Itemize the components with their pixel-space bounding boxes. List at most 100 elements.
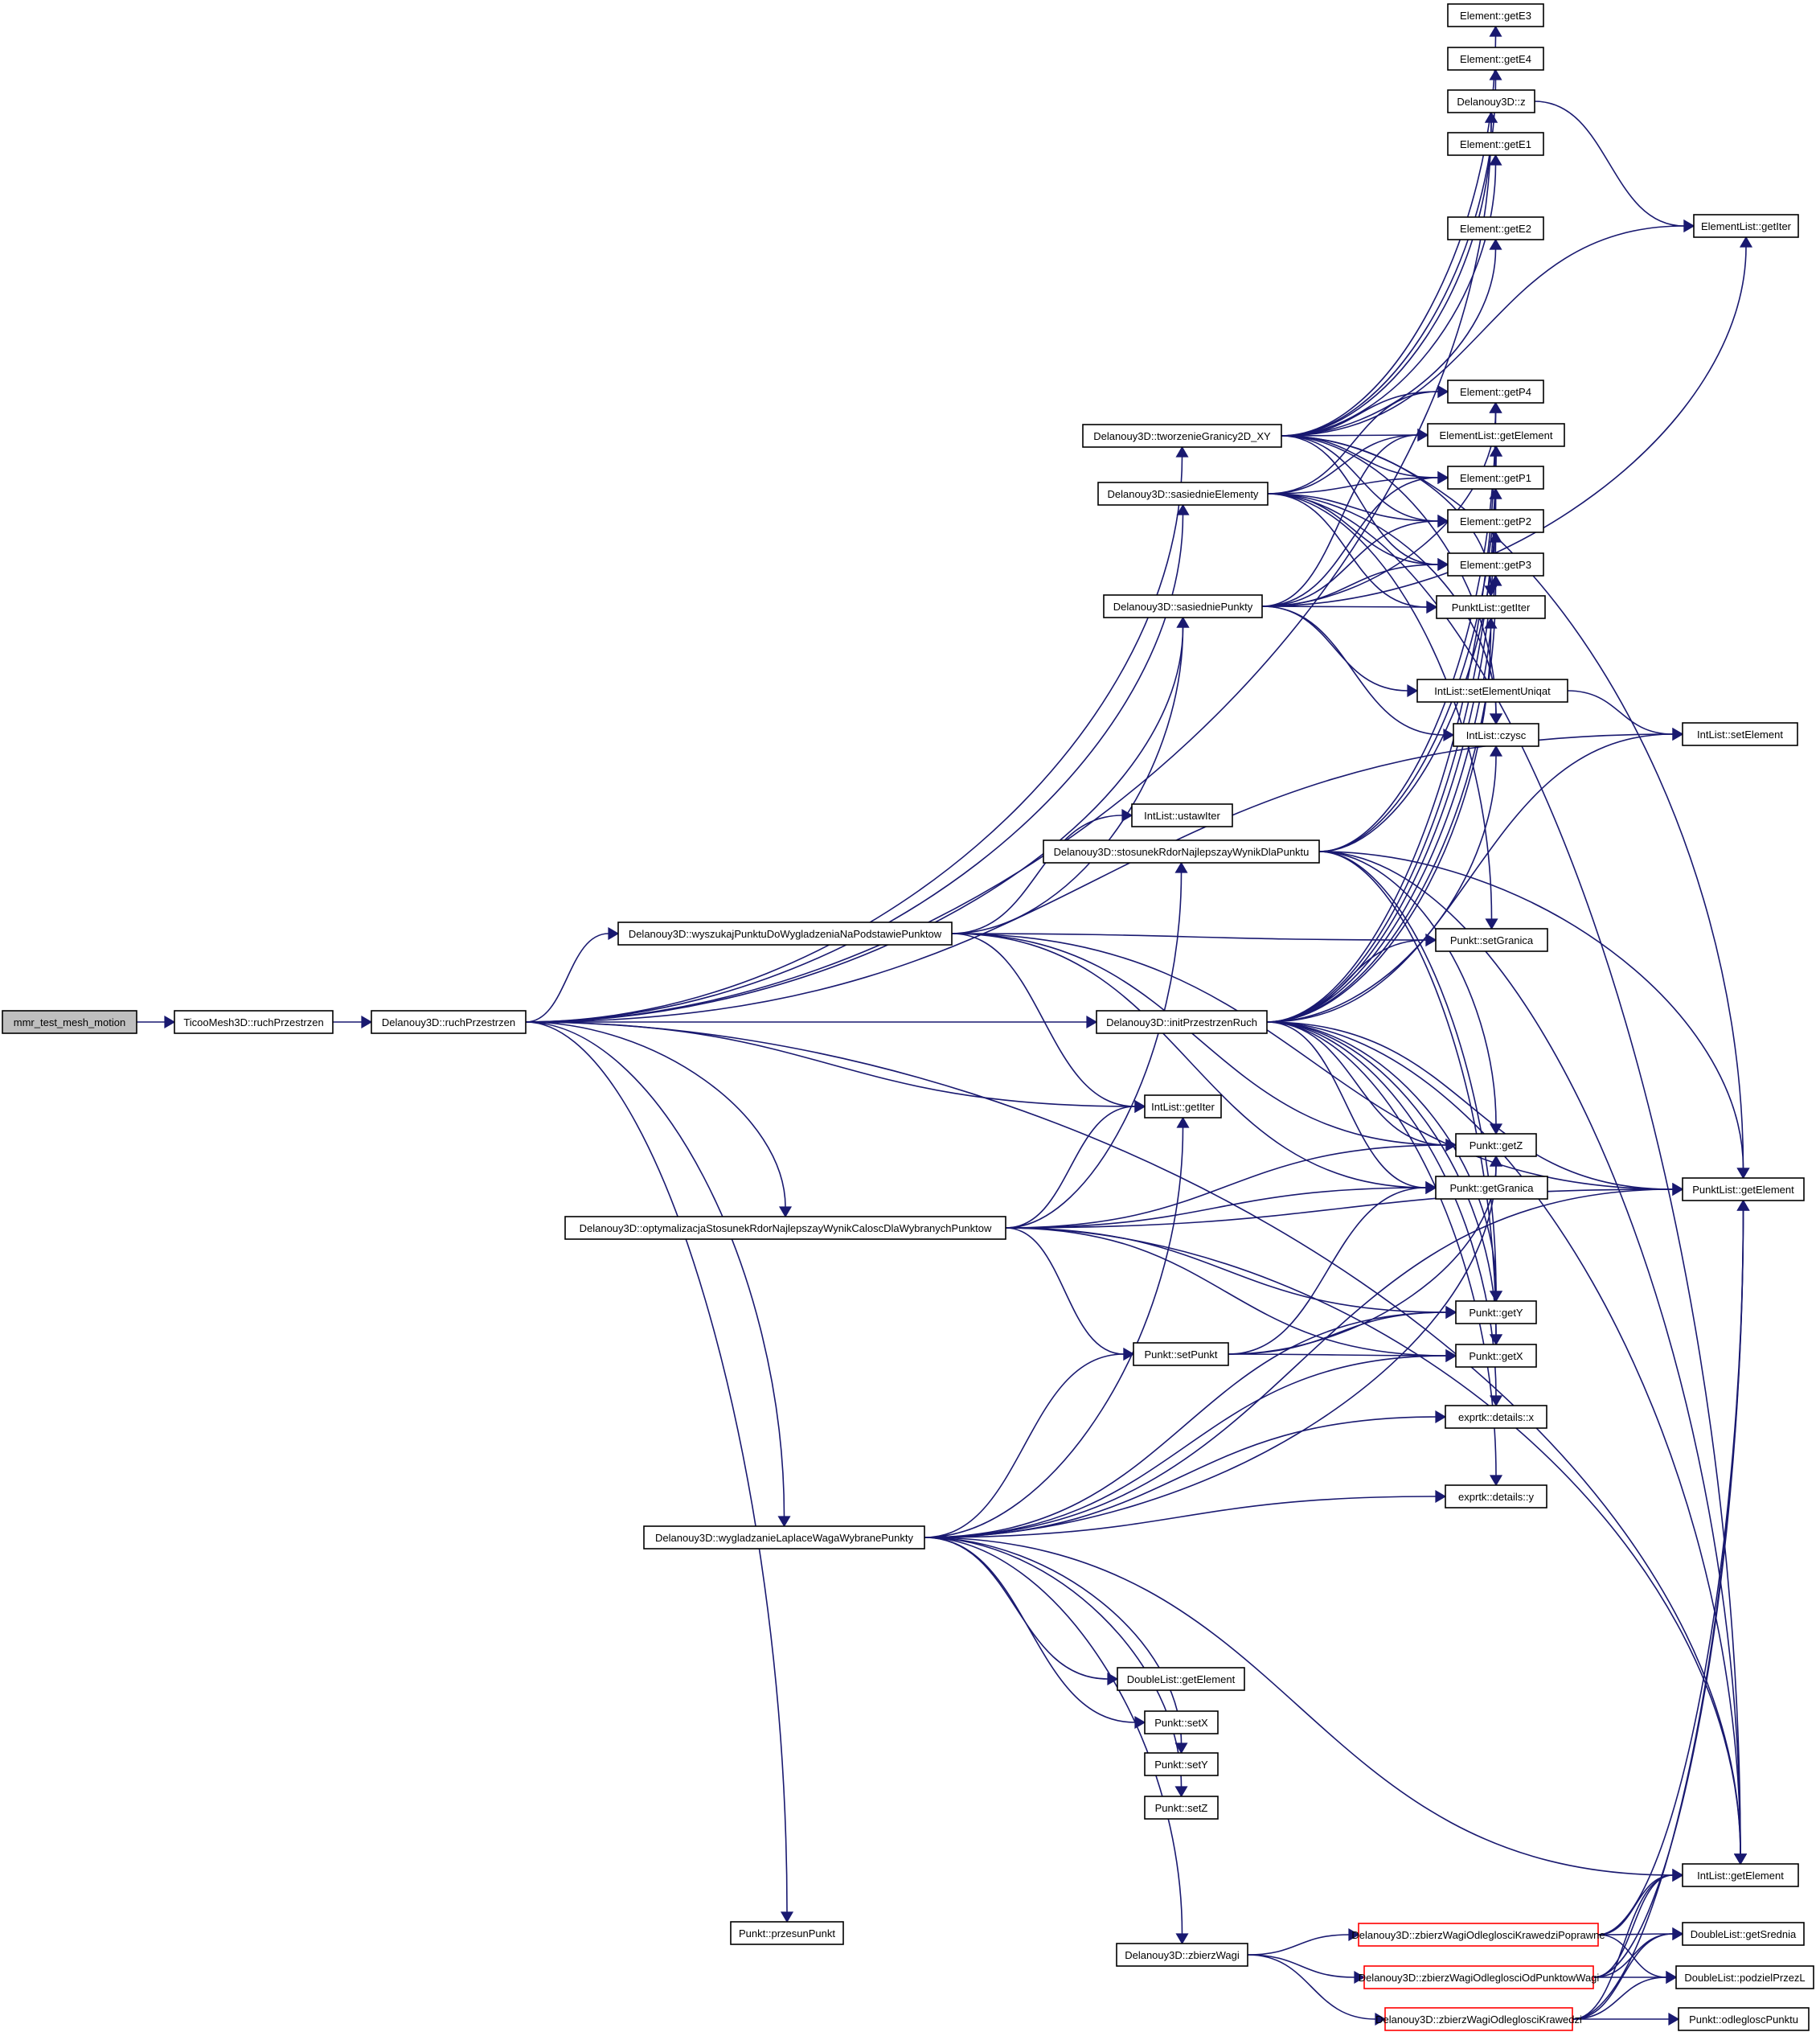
function-node[interactable]: Delanouy3D::zbierzWagiOdleglosciOdPunkto…: [1359, 1965, 1600, 1989]
call-edge: [1005, 1227, 1447, 1357]
node-box: [1682, 1177, 1805, 1201]
function-node[interactable]: Element::getP4: [1447, 380, 1544, 404]
function-node[interactable]: Delanouy3D::zbierzWagi: [1116, 1943, 1248, 1967]
function-node[interactable]: Delanouy3D::sasiedniePunkty: [1103, 594, 1263, 618]
call-edge: [1592, 1933, 1674, 1978]
call-edge: [1318, 851, 1497, 1336]
node-label: exprtk::details::y: [1458, 1491, 1534, 1503]
node-label: Punkt::getGranica: [1449, 1182, 1534, 1194]
function-node[interactable]: PunktList::getElement: [1682, 1177, 1805, 1201]
function-node[interactable]: Delanouy3D::zbierzWagiOdleglosciKrawedzi…: [1351, 1923, 1605, 1947]
node-box: [1447, 89, 1535, 113]
node-box: [1117, 1667, 1245, 1691]
function-node[interactable]: Delanouy3D::tworzenieGranicy2D_XY: [1082, 424, 1282, 448]
function-node[interactable]: TicooMesh3D::ruchPrzestrzen: [174, 1010, 334, 1034]
node-box: [1682, 1922, 1805, 1946]
function-node[interactable]: Element::getP1: [1447, 466, 1544, 490]
function-node[interactable]: ElementList::getElement: [1427, 423, 1565, 447]
function-node[interactable]: Punkt::getX: [1455, 1344, 1537, 1368]
function-node[interactable]: Element::getP3: [1447, 552, 1544, 577]
arrowhead-icon: [1489, 713, 1503, 725]
function-node[interactable]: IntList::getIter: [1144, 1094, 1222, 1119]
function-node[interactable]: Element::getE1: [1447, 132, 1544, 156]
call-edge: [1572, 1976, 1667, 2020]
function-node[interactable]: Punkt::odlegloscPunktu: [1678, 2007, 1810, 2031]
call-edge: [1005, 1187, 1427, 1229]
node-box: [564, 1216, 1006, 1240]
call-edge: [525, 1021, 1741, 1855]
function-node[interactable]: exprtk::details::x: [1445, 1405, 1547, 1429]
function-node[interactable]: Element::getE3: [1447, 3, 1544, 27]
function-node[interactable]: Punkt::setPunkt: [1133, 1342, 1229, 1366]
call-edge: [1261, 434, 1419, 607]
function-node[interactable]: Delanouy3D::stosunekRdorNajlepszayWynikD…: [1043, 839, 1320, 864]
function-node[interactable]: ElementList::getIter: [1693, 214, 1799, 238]
arrowhead-icon: [1348, 1927, 1360, 1942]
function-node[interactable]: Element::getE4: [1447, 47, 1544, 71]
call-edge: [924, 1416, 1437, 1538]
function-node[interactable]: DoubleList::getElement: [1117, 1667, 1245, 1691]
function-node[interactable]: IntList::ustawIter: [1131, 803, 1233, 827]
function-node[interactable]: IntList::czysc: [1453, 723, 1539, 747]
function-node[interactable]: Punkt::przesunPunkt: [730, 1921, 844, 1945]
call-edge: [1266, 1021, 1427, 1188]
function-node[interactable]: Punkt::setX: [1144, 1710, 1219, 1734]
function-node[interactable]: Delanouy3D::ruchPrzestrzen: [371, 1010, 527, 1034]
call-edge: [1261, 605, 1445, 736]
function-node[interactable]: Delanouy3D::initPrzestrzenRuch: [1096, 1010, 1268, 1034]
function-node[interactable]: IntList::getElement: [1682, 1863, 1799, 1887]
function-node[interactable]: Delanouy3D::z: [1447, 89, 1535, 113]
node-box: [1096, 1010, 1268, 1034]
function-node[interactable]: Delanouy3D::sasiednieElementy: [1097, 482, 1269, 506]
node-box: [371, 1010, 527, 1034]
function-node[interactable]: Punkt::setZ: [1144, 1796, 1219, 1820]
node-box: [730, 1921, 844, 1945]
arrowhead-icon: [1435, 1489, 1447, 1504]
arrowhead-icon: [1176, 616, 1190, 628]
function-node[interactable]: Delanouy3D::wygladzanieLaplaceWagaWybran…: [643, 1525, 925, 1550]
function-node[interactable]: Element::getP2: [1447, 509, 1544, 533]
node-label: Punkt::odlegloscPunktu: [1689, 2013, 1798, 2026]
call-edge: [1005, 1106, 1136, 1229]
function-node[interactable]: Punkt::getZ: [1455, 1133, 1537, 1157]
arrowhead-icon: [1666, 1970, 1678, 1985]
node-box: [1384, 2007, 1573, 2031]
node-label: Punkt::getY: [1469, 1307, 1523, 1319]
function-node[interactable]: IntList::setElement: [1682, 722, 1798, 746]
call-edge: [1597, 1933, 1674, 1935]
node-box: [1445, 1405, 1547, 1429]
function-node[interactable]: Punkt::setY: [1144, 1752, 1219, 1776]
call-edge: [525, 1021, 786, 1208]
call-edge: [951, 933, 1427, 1188]
function-node[interactable]: exprtk::details::y: [1445, 1484, 1547, 1509]
arrowhead-icon: [1489, 445, 1503, 457]
node-box: [1455, 1300, 1537, 1324]
call-edge: [1266, 412, 1497, 1023]
node-label: IntList::czysc: [1466, 729, 1527, 741]
call-edge: [951, 626, 1184, 934]
function-node[interactable]: Delanouy3D::zbierzWagiOdleglosciKrawedzi: [1375, 2007, 1582, 2031]
call-edge: [1266, 1021, 1674, 1190]
node-box: [1144, 1752, 1219, 1776]
call-edge: [924, 1355, 1447, 1538]
node-label: Element::getP3: [1460, 559, 1531, 571]
node-box: [1436, 595, 1546, 619]
function-node[interactable]: PunktList::getIter: [1436, 595, 1546, 619]
function-node[interactable]: IntList::setElementUniqat: [1416, 679, 1568, 703]
arrowhead-icon: [1425, 1180, 1437, 1195]
call-edge: [1267, 434, 1419, 495]
call-edge: [924, 1537, 1183, 1788]
function-node[interactable]: Punkt::getGranica: [1435, 1176, 1548, 1200]
function-node[interactable]: Element::getE2: [1447, 216, 1544, 240]
node-box: [1455, 1133, 1537, 1157]
function-node[interactable]: Delanouy3D::optymalizacjaStosunekRdorNaj…: [564, 1216, 1006, 1240]
function-node[interactable]: Punkt::setGranica: [1435, 928, 1548, 952]
function-node[interactable]: DoubleList::podzielPrzezL: [1675, 1965, 1814, 1989]
function-node[interactable]: Punkt::getY: [1455, 1300, 1537, 1324]
node-box: [1427, 423, 1565, 447]
node-label: Element::getP4: [1460, 386, 1531, 398]
function-node[interactable]: Delanouy3D::wyszukajPunktuDoWygladzeniaN…: [617, 922, 953, 946]
function-node[interactable]: DoubleList::getSrednia: [1682, 1922, 1805, 1946]
function-node[interactable]: mmr_test_mesh_motion: [2, 1010, 137, 1034]
arrowhead-icon: [1672, 1927, 1684, 1941]
